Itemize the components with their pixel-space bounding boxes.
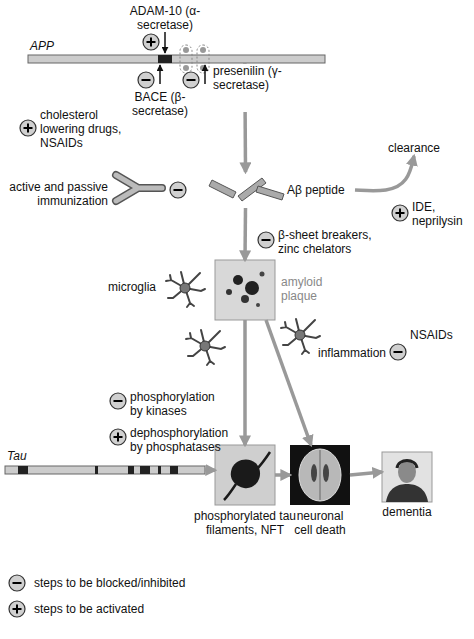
annotation-label: β-sheet breakers, zinc chelators [278, 228, 378, 256]
node-label: amyloid plaque [281, 275, 336, 303]
tangle-image [215, 445, 275, 505]
legend-symbol [8, 600, 26, 618]
flow-arrow [275, 473, 290, 477]
plaque-image [215, 260, 275, 320]
flow-arrow [205, 468, 215, 472]
microglia-cell [166, 272, 205, 307]
brain-midline [320, 450, 321, 500]
peptide-strand [209, 180, 236, 198]
activate-symbol [392, 205, 408, 221]
outcome-node: clearance [383, 140, 445, 156]
tau-exon [18, 466, 28, 474]
node-label: phosphorylated tau filaments, NFT [190, 509, 300, 537]
flow-arrow [350, 472, 382, 475]
legend-symbol [8, 574, 26, 592]
tau-bar [5, 466, 205, 474]
flow-arrow [266, 320, 311, 445]
legend-symbol-shape [9, 575, 25, 591]
microglia-cell [281, 319, 320, 354]
gene-bar: Tau [5, 466, 205, 474]
tau-exon [158, 466, 161, 474]
plaque-spot [233, 275, 243, 285]
inhibit-symbol [138, 72, 154, 88]
annotation-label: BACE (β-secretase) [120, 90, 200, 118]
annotation-label: cholesterol lowering drugs, NSAIDs [40, 108, 130, 150]
inhibit-symbol [390, 344, 406, 360]
activate-symbol [20, 120, 36, 136]
inhibit-symbol [110, 393, 126, 409]
legend-box: steps to be blocked/inhibited steps to be… [8, 570, 185, 622]
annotation-label: microglia [108, 280, 164, 294]
legend-item: steps to be blocked/inhibited [8, 570, 185, 596]
portrait-node: dementia [382, 452, 432, 502]
antibody-symbol [116, 175, 162, 201]
node-label: neuronal cell death [290, 509, 350, 537]
peptide-node: Aβ peptide [205, 172, 355, 208]
membrane-bead [183, 65, 189, 71]
flow-arrow [243, 320, 247, 445]
legend-symbol-shape [9, 601, 25, 617]
membrane-bead [200, 47, 206, 53]
portrait-body [386, 484, 428, 502]
inhibit-symbol [258, 232, 274, 248]
node-label: Tau [7, 449, 47, 463]
node-label: Aβ peptide [287, 183, 355, 197]
flow-arrow [243, 208, 247, 260]
tangle-process [224, 452, 270, 500]
gene-bar: APP [28, 55, 325, 63]
activate-symbol [110, 429, 126, 445]
tangle-node: phosphorylated tau filaments, NFT [215, 445, 275, 505]
annotation-label: ADAM-10 (α-secretase) [125, 4, 205, 32]
inhibit-symbol [183, 72, 199, 88]
tau-exon [170, 466, 178, 474]
plaque-spot [226, 289, 232, 295]
node-label: dementia [372, 505, 442, 519]
brain-ventricle [323, 464, 329, 482]
flow-arrow [355, 156, 414, 191]
plaque-spot [241, 295, 249, 303]
annotation-label: active and passive immunization [2, 180, 108, 208]
plaque-spot [245, 281, 259, 295]
annotation-label: dephosphorylation by phosphatases [130, 426, 232, 454]
peptide-strand [256, 186, 284, 200]
plaque-spot [256, 303, 260, 307]
portrait-image [382, 452, 432, 502]
annotation-label: NSAIDs [410, 328, 462, 342]
node-label: clearance [383, 141, 445, 155]
tau-exon [140, 466, 150, 474]
plaque-node: amyloid plaque [215, 260, 275, 320]
inhibit-symbol [170, 182, 186, 198]
membrane-outline [197, 45, 209, 73]
antibody-outline [116, 175, 162, 201]
annotation-label: presenilin (γ-secretase) [213, 64, 293, 112]
annotation-label: inflammation [318, 346, 393, 360]
tau-exon [128, 466, 134, 474]
annotation-label: phosphorylation by kinases [130, 390, 225, 418]
portrait-hair [397, 461, 417, 469]
legend-text: steps to be activated [34, 602, 144, 616]
app-bar [28, 55, 325, 63]
tau-exon [95, 466, 98, 474]
cleavage-arrow [164, 32, 166, 53]
cleavage-arrow [159, 65, 161, 84]
membrane-outline [180, 45, 192, 73]
portrait-head [398, 461, 416, 483]
legend-item: steps to be activated [8, 596, 185, 622]
activate-symbol [143, 34, 159, 50]
brain-shape [299, 449, 341, 501]
brain-ventricle [311, 464, 317, 482]
microglia-cell [186, 330, 225, 365]
brain-node: neuronal cell death [290, 445, 350, 505]
cleavage-arrow [204, 65, 206, 84]
abeta-region [158, 55, 172, 63]
legend-text: steps to be blocked/inhibited [34, 576, 185, 590]
annotation-label: IDE, neprilysin [412, 200, 472, 228]
plaque-spot [260, 272, 265, 277]
brain-image [290, 445, 350, 505]
node-label: APP [30, 39, 70, 53]
membrane-bead [183, 47, 189, 53]
